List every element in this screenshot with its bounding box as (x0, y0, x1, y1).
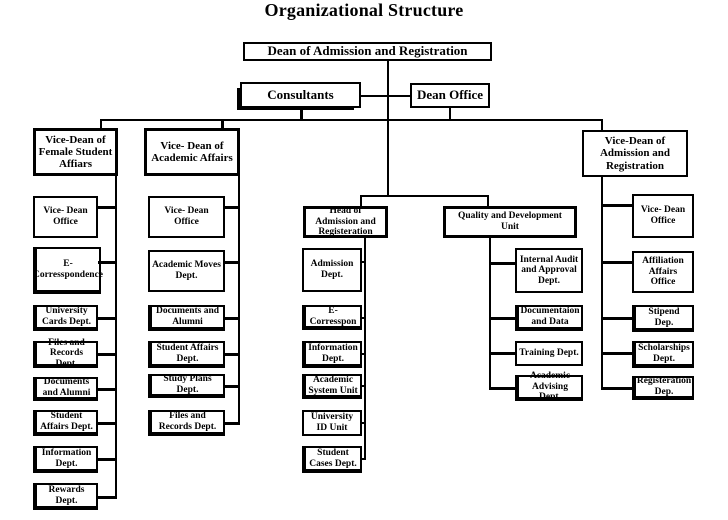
node-female-rewards: Rewards Dept. (33, 483, 98, 510)
line-dean-office-stub (449, 107, 451, 120)
connector-academic-4 (225, 385, 240, 388)
connector-female-0 (98, 206, 117, 209)
node-head-academic-system: Academic System Unit (302, 374, 362, 399)
rail-academic (238, 176, 240, 423)
connector-academic-3 (225, 353, 240, 356)
connector-female-4 (98, 388, 117, 391)
connector-academic-0 (225, 206, 240, 209)
node-female-e-correspondence: E-Corresspondence (33, 247, 103, 294)
connector-quality-2 (489, 352, 515, 355)
connector-quality-1 (489, 317, 515, 320)
node-quality-training: Training Dept. (515, 341, 583, 366)
connector-admission-2 (601, 317, 632, 320)
node-female-vice-dean-office: Vice- Dean Office (33, 196, 98, 238)
connector-academic-5 (225, 422, 240, 425)
node-admission-vice-dean-office: Vice- Dean Office (632, 194, 694, 238)
connector-head-5 (362, 458, 366, 460)
connector-female-3 (98, 353, 117, 356)
connector-head-3 (362, 385, 366, 387)
node-dean: Dean of Admission and Registration (243, 42, 492, 61)
node-vd-admission: Vice-Dean of Admission and Registration (582, 130, 688, 177)
connector-head-1 (362, 317, 366, 319)
connector-head-4 (362, 422, 366, 424)
node-female-university-cards: University Cards Dept. (33, 305, 98, 331)
connector-academic-2 (225, 317, 240, 320)
connector-head-0 (362, 261, 366, 263)
node-female-files-records: Files and Records Dept. (33, 338, 98, 369)
node-quality-documentation: Documentaion and Data (515, 305, 583, 331)
node-head-admission-dept: Admission Dept. (302, 248, 362, 292)
line-stub-head-admission (360, 195, 362, 207)
node-admission-affiliation: Affiliation Affairs Office (632, 251, 694, 293)
node-head-student-cases: Student Cases Dept. (302, 446, 362, 473)
connector-admission-1 (601, 261, 632, 264)
line-consultants-dean-office (361, 95, 410, 97)
connector-admission-3 (601, 352, 632, 355)
node-head-information: Information Dept. (302, 341, 362, 368)
rail-quality (489, 238, 491, 389)
connector-female-6 (98, 458, 117, 461)
line-distribution (100, 119, 603, 121)
line-stub-vd-admission (601, 119, 603, 131)
node-admission-scholarships: Scholarships Dept. (632, 341, 694, 368)
node-vd-female: Vice-Dean of Female Student Affiars (33, 128, 118, 176)
connector-female-2 (98, 317, 117, 320)
node-academic-study-plans: Study Plans Dept. (148, 374, 225, 398)
rail-female (115, 176, 117, 497)
line-stub-female (100, 119, 102, 129)
line-mid-split (360, 195, 489, 197)
connector-admission-0 (601, 204, 632, 207)
line-stub-academic (221, 119, 224, 129)
node-academic-student-affairs: Student Affairs Dept. (148, 341, 225, 368)
rail-head-admission (364, 238, 366, 460)
node-head-admission: Head of Admission and Registeration (303, 206, 388, 238)
line-trunk (387, 60, 389, 195)
node-quality-academic-advising: Academic Advising Dept. (515, 371, 583, 402)
node-vd-academic: Vice- Dean of Academic Affairs (144, 128, 240, 176)
node-female-student-affairs: Student Affairs Dept. (33, 410, 98, 436)
connector-female-7 (98, 496, 117, 499)
node-consultants: Consultants (240, 82, 361, 108)
node-academic-files-records: Files and Records Dept. (148, 410, 225, 436)
node-quality-internal-audit: Internal Audit and Approval Dept. (515, 248, 583, 293)
line-stub-quality (487, 195, 489, 207)
node-dean-office: Dean Office (410, 83, 490, 108)
connector-admission-4 (601, 387, 632, 390)
page-title: Organizational Structure (264, 0, 464, 20)
rail-vd-admission (601, 177, 603, 389)
node-academic-moves: Academic Moves Dept. (148, 250, 225, 292)
node-female-documents-alumni: Documents and Alumni (33, 377, 98, 401)
node-head-university-id: University ID Unit (302, 410, 362, 436)
connector-quality-3 (489, 387, 515, 390)
connector-female-1 (98, 261, 117, 264)
node-admission-registration: Registeration Dep. (632, 376, 694, 400)
node-female-information: Information Dept. (33, 446, 98, 473)
node-quality-unit: Quality and Development Unit (443, 206, 577, 238)
line-consultants-stub (300, 107, 303, 120)
connector-female-5 (98, 422, 117, 425)
connector-academic-1 (225, 261, 240, 264)
connector-quality-0 (489, 262, 515, 265)
node-academic-documents-alumni: Documents and Alumni (148, 305, 225, 331)
node-head-e-correspon: E-Corresspon (302, 305, 362, 330)
node-academic-vice-dean-office: Vice- Dean Office (148, 196, 225, 238)
connector-head-2 (362, 353, 366, 355)
node-admission-stipend: Stipend Dep. (632, 305, 694, 332)
